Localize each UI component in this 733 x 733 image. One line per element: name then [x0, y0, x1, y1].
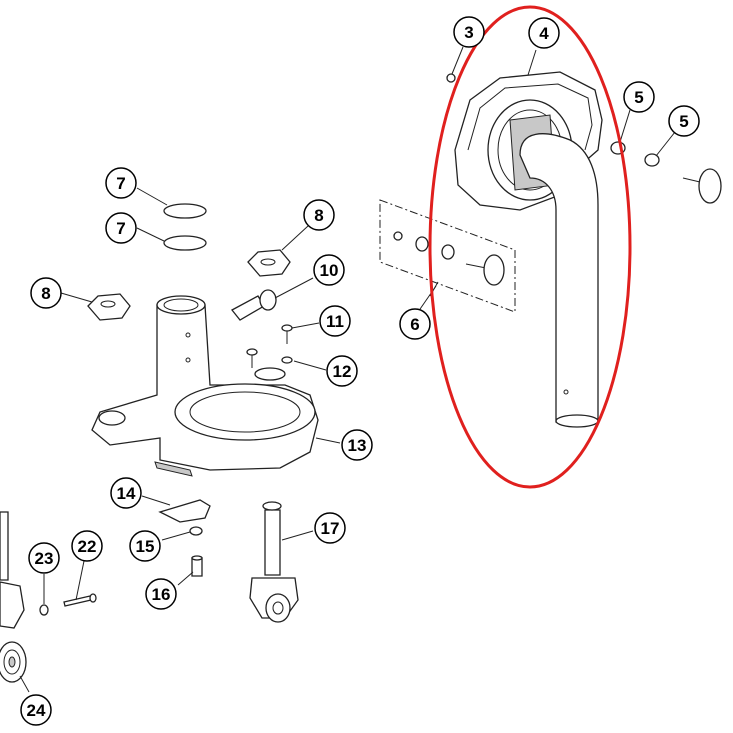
part-16-screw [191, 555, 203, 577]
callout-10-label: 10 [320, 261, 339, 280]
callout-12-label: 12 [333, 362, 352, 381]
callout-22-label: 22 [78, 537, 97, 556]
highlight-ellipse [428, 5, 632, 489]
callout-24-label: 24 [27, 701, 46, 720]
callout-7a-label: 7 [116, 174, 125, 193]
callout-8b-label: 8 [41, 284, 50, 303]
part-13-base-housing [91, 295, 319, 477]
callout-6: 6 [399, 308, 431, 340]
callout-8a-label: 8 [314, 206, 323, 225]
part-6-knob-set [379, 199, 516, 313]
callout-15: 15 [129, 530, 161, 562]
callout-6-label: 6 [410, 315, 419, 334]
part-3-washer [446, 73, 456, 83]
callout-12: 12 [326, 355, 358, 387]
part-12-washer [281, 356, 293, 364]
part-10-pin [231, 289, 277, 321]
part-5-washers-knob [610, 141, 722, 204]
part-23-washer [39, 604, 49, 616]
callout-7-top: 7 [105, 167, 137, 199]
callout-16: 16 [145, 578, 177, 610]
partial-caster-left [0, 511, 25, 629]
leader-lines [19, 46, 676, 693]
part-8-star-knob-right [247, 249, 291, 277]
callout-15-label: 15 [136, 537, 155, 556]
callout-7-bottom: 7 [105, 212, 137, 244]
callout-11: 11 [319, 305, 351, 337]
callout-5a-label: 5 [634, 88, 643, 107]
callout-8-left: 8 [30, 277, 62, 309]
part-17-caster [249, 501, 299, 623]
callout-4: 4 [528, 17, 560, 49]
callout-17: 17 [314, 512, 346, 544]
callout-10: 10 [313, 254, 345, 286]
part-24-wheel [0, 641, 27, 683]
callout-14: 14 [110, 477, 142, 509]
part-22-bolt [63, 593, 97, 607]
callout-16-label: 16 [152, 585, 171, 604]
callout-3: 3 [453, 16, 485, 48]
callout-5-left: 5 [623, 81, 655, 113]
callout-11-label: 11 [326, 312, 344, 331]
callout-17-label: 17 [321, 519, 340, 538]
callout-3-label: 3 [464, 23, 473, 42]
callout-13-label: 13 [348, 436, 367, 455]
part-7-oring-top [163, 203, 207, 219]
callout-23: 23 [28, 542, 60, 574]
callout-5-right: 5 [668, 105, 700, 137]
callout-14-label: 14 [117, 484, 136, 503]
callout-8-right: 8 [303, 199, 335, 231]
callout-5b-label: 5 [679, 112, 688, 131]
callout-4-label: 4 [539, 24, 549, 43]
callout-13: 13 [341, 429, 373, 461]
part-4-handle-bracket [454, 71, 603, 428]
part-15-washer [189, 526, 203, 536]
part-14-clip [158, 499, 211, 523]
callout-22: 22 [71, 530, 103, 562]
callout-23-label: 23 [35, 549, 54, 568]
part-8-star-knob-left [87, 293, 131, 321]
callout-24: 24 [20, 694, 52, 726]
part-7-oring-bottom [163, 235, 207, 251]
callout-7b-label: 7 [116, 219, 125, 238]
